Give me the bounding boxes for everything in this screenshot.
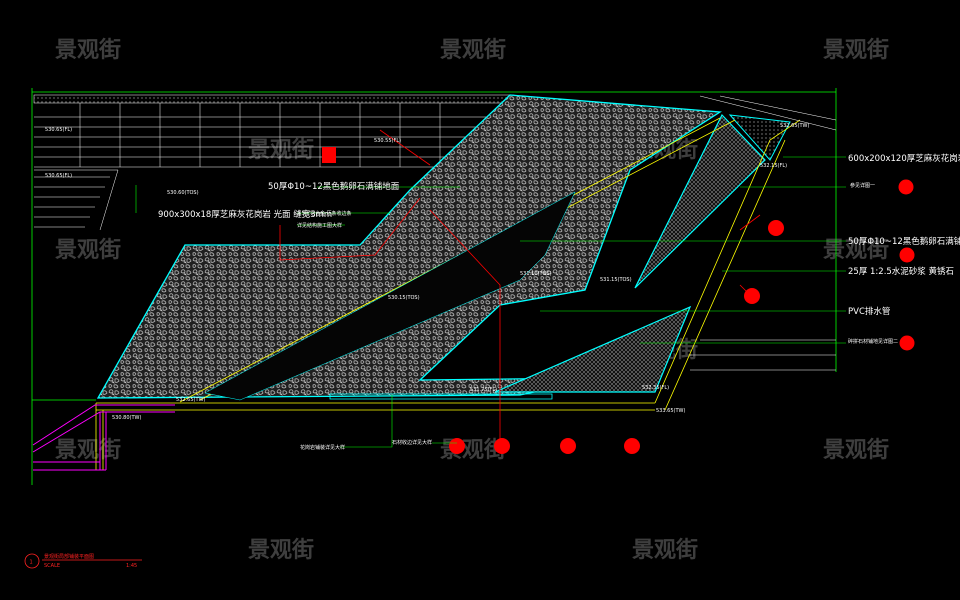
watermark: 景观街 [823,437,889,463]
elev-label: 532.65(TW) [176,397,205,403]
elev-label: 531.10(TOS) [520,271,552,277]
note-label: 50厚Φ10~12黑色鹅卵石满铺地面 [268,181,400,192]
dark-band [204,191,576,401]
note-label: 25厚 1:2.5水泥砂浆 黄锈石 [848,266,954,277]
elev-label: 532.65(TW) [780,123,809,129]
title-number: 1 [30,560,33,566]
note-label: 花岗岩铺装详见大样 [300,444,345,451]
elev-label: 531.75(FL) [470,387,497,393]
note-label: 参见详图一 [850,182,875,189]
watermark: 景观街 [823,37,889,63]
note-label: 详见结构施工图大样 [297,222,342,229]
elev-label: 530.80(TW) [112,415,141,421]
title-block: 1 景观街局部铺装平面图 SCALE 1:45 [24,553,142,569]
watermark: 景观街 [55,237,121,263]
mesh-area-upper [634,113,766,289]
note-labels: 900x300x18厚芝麻灰花岗岩 光面 缝宽3mm 50厚Φ10~12黑色鹅卵… [158,153,960,451]
watermark: 景观街 [55,437,121,463]
note-label: 2.5厚铝合金 压条收边条 [297,210,352,217]
section-markers [322,147,915,454]
note-label: PVC排水管 [848,306,890,317]
site-boundary [32,404,175,471]
elev-label: 533.65(TW) [656,408,685,414]
mesh-area-lower [494,305,692,393]
watermark: 景观街 [248,137,314,163]
elevation-labels: 530.65(FL) 530.55(FL) 530.65(FL) 530.60(… [45,123,809,421]
scale-label: SCALE [44,563,60,569]
note-label: 石材收边详见大样 [392,439,432,446]
curb-lines [690,95,837,371]
elev-label: 530.60(TOS) [167,190,199,196]
dot-area-top [728,114,791,161]
elev-label: 530.65(FL) [45,173,72,179]
elev-label: 532.35(FL) [642,385,669,391]
title-number-circle [24,553,40,569]
watermark: 景观街 [440,37,506,63]
elev-label: 532.15(FL) [760,163,787,169]
elev-label: 530.15(TOS) [388,295,420,301]
title-text: 景观街局部铺装平面图 [44,553,94,560]
note-label: 碎拼石材铺地见详图二 [848,338,898,345]
section-lines [279,129,761,440]
drawing-frame [31,88,837,485]
scale-value: 1:45 [126,563,137,569]
note-label: 900x300x18厚芝麻灰花岗岩 光面 缝宽3mm [158,209,332,220]
note-label: 600x200x120厚芝麻灰花岗岩 光面 [848,153,960,164]
watermark: 景观街 [632,537,698,563]
leader-lines [135,156,846,448]
elev-label: 530.65(FL) [45,127,72,133]
elev-label: 530.55(FL) [374,138,401,144]
watermark: 景观街 [248,537,314,563]
watermark: 景观街 [55,37,121,63]
watermark: 景观街 [823,237,889,263]
elev-label: 531.15(TOS) [600,277,632,283]
note-label: 50厚Φ10~12黑色鹅卵石满铺地面 [848,236,960,247]
